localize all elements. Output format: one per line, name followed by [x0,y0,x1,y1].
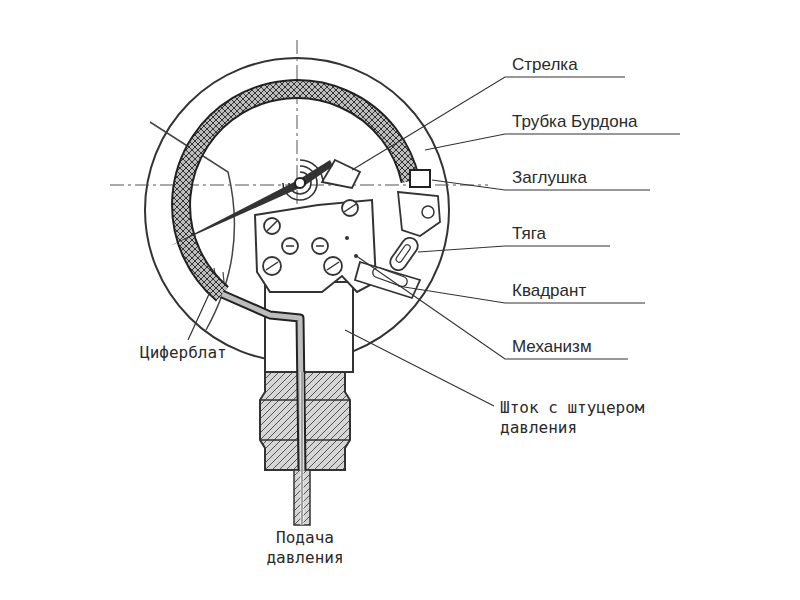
part-label: Стрелка [512,54,578,75]
pointer [295,178,305,188]
link-rod [422,206,434,218]
stem [222,282,353,525]
part-label: Заглушка [512,167,587,188]
plug [410,170,430,187]
pointer [283,160,323,200]
bourdon-tube [181,89,410,294]
link-rod [387,235,421,274]
leader-line [188,77,680,406]
part-label: Механизм [512,336,592,357]
stem [265,282,353,372]
stem [222,294,302,470]
leader-line [418,246,610,252]
part-label: Шток с штуцером давления [500,398,675,438]
input-label: Подача давления [250,528,360,568]
quadrant [371,266,408,288]
pointer [170,160,333,246]
part-label: Тяга [512,223,546,244]
leader-line [355,255,628,359]
stem [302,372,303,525]
bourdon-tube [181,89,410,294]
part-label: Трубка Бурдона [512,111,637,132]
part-label: Квадрант [512,280,586,301]
mechanism [345,236,349,240]
stem [222,294,302,470]
link-rod [387,192,440,273]
mechanism [266,204,356,270]
mechanism [263,200,358,275]
plug [410,170,430,187]
center-lines [110,40,488,300]
bourdon-tube [181,89,410,294]
link-rod [398,192,440,236]
stem [301,372,304,525]
leader-line [425,134,680,150]
link-rod [395,244,411,264]
leader-line [345,330,494,406]
leader-line [188,292,210,340]
part-label: Циферблат [140,343,227,363]
